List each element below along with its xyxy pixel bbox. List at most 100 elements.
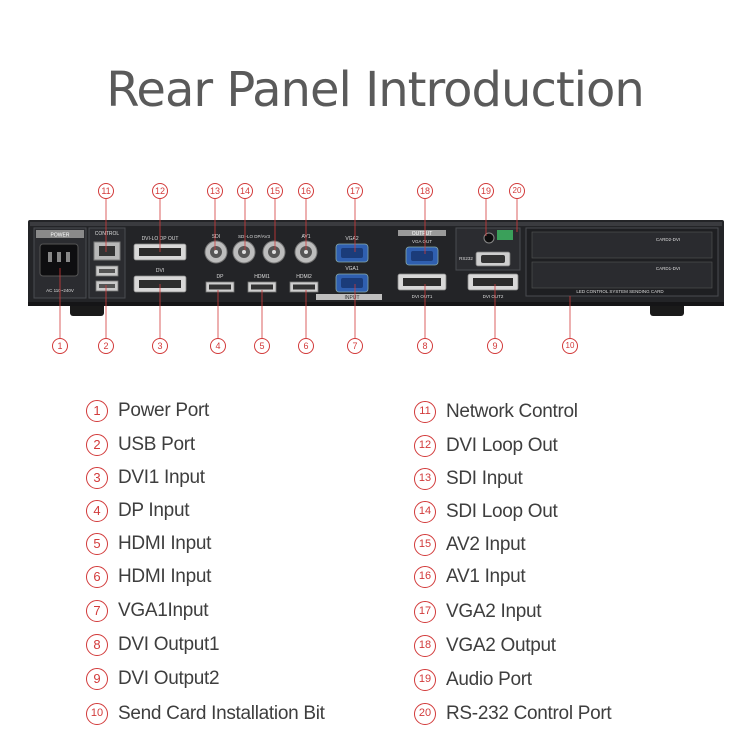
legend-item-9: 9 DVI Output2 — [86, 665, 220, 693]
legend-label: Audio Port — [446, 669, 532, 690]
legend-item-7: 7 VGA1Input — [86, 597, 209, 625]
callout-8: 8 — [417, 338, 433, 354]
legend-label: VGA2 Input — [446, 601, 542, 622]
control-label: CONTROL — [95, 231, 120, 237]
legend-item-12: 12 DVI Loop Out — [414, 432, 558, 460]
bnc-block: SDI SDI-LO DP/AV3 AV1 DP HDMI1 HDMI2 — [204, 234, 319, 293]
dp-label: DP — [217, 274, 225, 280]
legend-item-6: 6 HDMI Input — [86, 563, 211, 591]
legend-number: 17 — [414, 601, 436, 623]
control-block: CONTROL — [88, 227, 126, 299]
vga-input-block: VGA2 VGA1 INPUT — [316, 236, 382, 301]
dvi-out2-label: DVI OUT2 — [483, 294, 504, 299]
callout-4: 4 — [210, 338, 226, 354]
legend-number: 5 — [86, 533, 108, 555]
legend-label: Send Card Installation Bit — [118, 703, 325, 724]
legend-number: 7 — [86, 600, 108, 622]
legend-item-19: 19 Audio Port — [414, 666, 532, 694]
rear-panel-illustration: POWER AC 110~240V CONTROL DVI-LO DP OUT … — [28, 198, 724, 338]
legend-label: VGA2 Output — [446, 635, 556, 656]
callout-20: 20 — [509, 183, 525, 199]
legend-number: 11 — [414, 401, 436, 423]
callout-7: 7 — [347, 338, 363, 354]
audio-rs232-block: RS232 — [455, 227, 521, 271]
callout-5: 5 — [254, 338, 270, 354]
legend-label: DVI Output2 — [118, 668, 220, 689]
legend-item-13: 13 SDI Input — [414, 465, 523, 493]
legend-label: DVI Loop Out — [446, 435, 558, 456]
bnc-av1 — [294, 240, 318, 264]
legend-item-15: 15 AV2 Input — [414, 531, 526, 559]
dvi-out1-label: DVI OUT1 — [412, 294, 433, 299]
legend-item-17: 17 VGA2 Input — [414, 598, 542, 626]
callout-11: 11 — [98, 183, 114, 199]
legend-label: SDI Loop Out — [446, 501, 558, 522]
legend-label: DVI Output1 — [118, 634, 220, 655]
sdi-label: SDI — [212, 234, 220, 240]
legend-item-14: 14 SDI Loop Out — [414, 498, 558, 526]
bnc-sdi-in — [204, 240, 228, 264]
legend-item-4: 4 DP Input — [86, 497, 190, 525]
output-label: OUTPUT — [412, 231, 433, 237]
bnc-sdi-out — [232, 240, 256, 264]
legend-label: USB Port — [118, 434, 195, 455]
legend-label: Power Port — [118, 400, 209, 421]
legend-number: 16 — [414, 566, 436, 588]
sending-card-slot: CARD2-DVI CARD1-DVI LED CONTROL SYSTEM S… — [525, 227, 719, 297]
legend-number: 9 — [86, 668, 108, 690]
vga2-label: VGA2 — [345, 236, 359, 242]
legend-number: 4 — [86, 500, 108, 522]
legend-label: SDI Input — [446, 468, 523, 489]
legend-number: 3 — [86, 467, 108, 489]
sending-card-label: LED CONTROL SYSTEM SENDING CARD — [576, 289, 664, 294]
legend-number: 8 — [86, 634, 108, 656]
input-label: INPUT — [345, 295, 360, 301]
legend-number: 18 — [414, 635, 436, 657]
terminal-block — [497, 230, 513, 240]
callout-9: 9 — [487, 338, 503, 354]
legend-number: 14 — [414, 501, 436, 523]
power-label: POWER — [51, 233, 70, 239]
card2-label: CARD2-DVI — [656, 237, 680, 242]
callout-6: 6 — [298, 338, 314, 354]
legend-label: AV2 Input — [446, 534, 526, 555]
callout-18: 18 — [417, 183, 433, 199]
legend-item-1: 1 Power Port — [86, 397, 209, 425]
sdi-lo-label: SDI-LO DP/AV3 — [238, 234, 270, 239]
output-block: OUTPUT VGA OUT DVI OUT1 DVI OUT2 — [397, 230, 519, 299]
callout-14: 14 — [237, 183, 253, 199]
legend-label: DVI1 Input — [118, 467, 205, 488]
legend-item-11: 11 Network Control — [414, 398, 578, 426]
legend-number: 10 — [86, 703, 108, 725]
legend-label: VGA1Input — [118, 600, 209, 621]
leader-lines — [59, 198, 571, 338]
legend-number: 12 — [414, 435, 436, 457]
legend-label: RS-232 Control Port — [446, 703, 612, 724]
audio-jack — [483, 232, 495, 244]
callout-2: 2 — [98, 338, 114, 354]
callout-17: 17 — [347, 183, 363, 199]
legend-number: 13 — [414, 468, 436, 490]
legend-number: 6 — [86, 566, 108, 588]
hdmi2-label: HDMI2 — [296, 274, 312, 280]
legend-item-5: 5 HDMI Input — [86, 530, 211, 558]
callout-1: 1 — [52, 338, 68, 354]
legend-item-2: 2 USB Port — [86, 431, 195, 459]
legend-number: 15 — [414, 534, 436, 556]
legend-label: AV1 Input — [446, 566, 526, 587]
rs232-label: RS232 — [459, 256, 473, 261]
legend-item-8: 8 DVI Output1 — [86, 631, 220, 659]
callout-19: 19 — [478, 183, 494, 199]
callout-12: 12 — [152, 183, 168, 199]
legend-label: HDMI Input — [118, 566, 212, 587]
legend-item-16: 16 AV1 Input — [414, 563, 526, 591]
legend-label: Network Control — [446, 401, 578, 422]
callout-10: 10 — [562, 338, 578, 354]
callout-3: 3 — [152, 338, 168, 354]
legend-label: DP Input — [118, 500, 190, 521]
legend-item-20: 20 RS-232 Control Port — [414, 700, 612, 728]
legend-number: 19 — [414, 669, 436, 691]
bnc-av2 — [262, 240, 286, 264]
legend-item-3: 3 DVI1 Input — [86, 464, 205, 492]
callout-16: 16 — [298, 183, 314, 199]
